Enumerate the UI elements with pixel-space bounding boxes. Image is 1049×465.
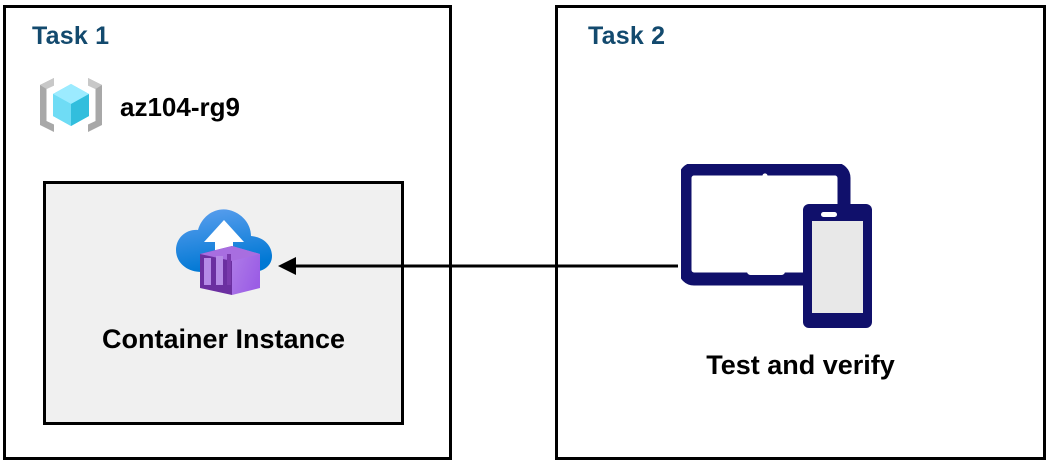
resource-group-label: az104-rg9 <box>120 92 240 122</box>
container-instance-label: Container Instance <box>101 324 346 354</box>
task-1-panel: Task 1 az104-rg9 <box>3 5 452 460</box>
task-2-panel: Task 2 <box>555 5 1046 460</box>
resource-group-row: az104-rg9 <box>36 70 240 145</box>
test-and-verify-label: Test and verify <box>706 350 895 380</box>
azure-container-instance-icon <box>172 202 276 307</box>
azure-resource-group-icon <box>36 70 106 145</box>
container-instance-box: Container Instance <box>43 181 404 425</box>
task-1-title: Task 1 <box>32 22 110 50</box>
arrow-task2-to-container-instance <box>274 252 684 280</box>
task-2-title: Task 2 <box>588 22 666 50</box>
tablet-and-phone-icon <box>678 162 876 339</box>
